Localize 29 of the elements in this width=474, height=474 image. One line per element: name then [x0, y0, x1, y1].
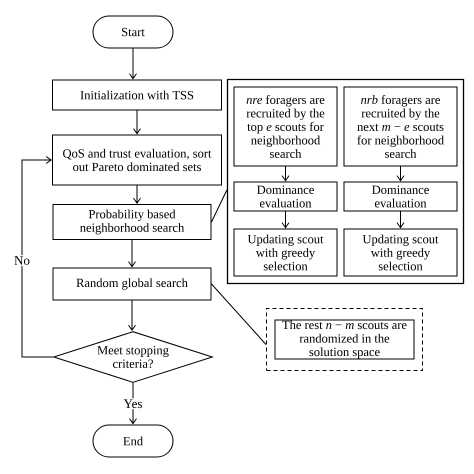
process-box: The rest n − m scouts are randomized in the solution space — [274, 320, 414, 360]
leader-line — [211, 284, 266, 345]
process-box: Probability based neighborhood search — [52, 204, 212, 240]
edge-label: Yes — [122, 398, 144, 410]
arrow — [282, 166, 290, 182]
edge-label: No — [13, 255, 31, 266]
arrow — [128, 300, 136, 331]
process-box: Updating scout with greedy selection — [234, 228, 338, 276]
process-box: Random global search — [52, 268, 212, 300]
process-box: Updating scout with greedy selection — [344, 228, 458, 276]
process-box: nre foragers are recruited by the top e scouts for neighborhood search — [234, 86, 338, 166]
terminal-box: End — [92, 424, 174, 458]
process-box: QoS and trust evaluation, sort out Pareto dominated sets — [52, 134, 222, 186]
terminal-box: Start — [92, 16, 174, 48]
arrow — [133, 185, 141, 204]
process-box: Dominance evaluation — [234, 182, 338, 212]
arrow — [282, 211, 290, 228]
arrow — [396, 166, 404, 182]
process-box: nrb foragers are recruited by the next m − e scouts for neighborhood search — [344, 86, 458, 166]
arrow — [396, 211, 404, 228]
arrow — [133, 110, 141, 134]
group-box — [226, 78, 464, 284]
process-box: Initialization with TSS — [52, 80, 222, 110]
arrow — [129, 382, 137, 424]
dashed-group-box — [266, 308, 423, 371]
arrow — [22, 156, 54, 358]
arrow — [129, 48, 137, 80]
process-box: Dominance evaluation — [344, 182, 458, 212]
arrow — [128, 240, 136, 268]
